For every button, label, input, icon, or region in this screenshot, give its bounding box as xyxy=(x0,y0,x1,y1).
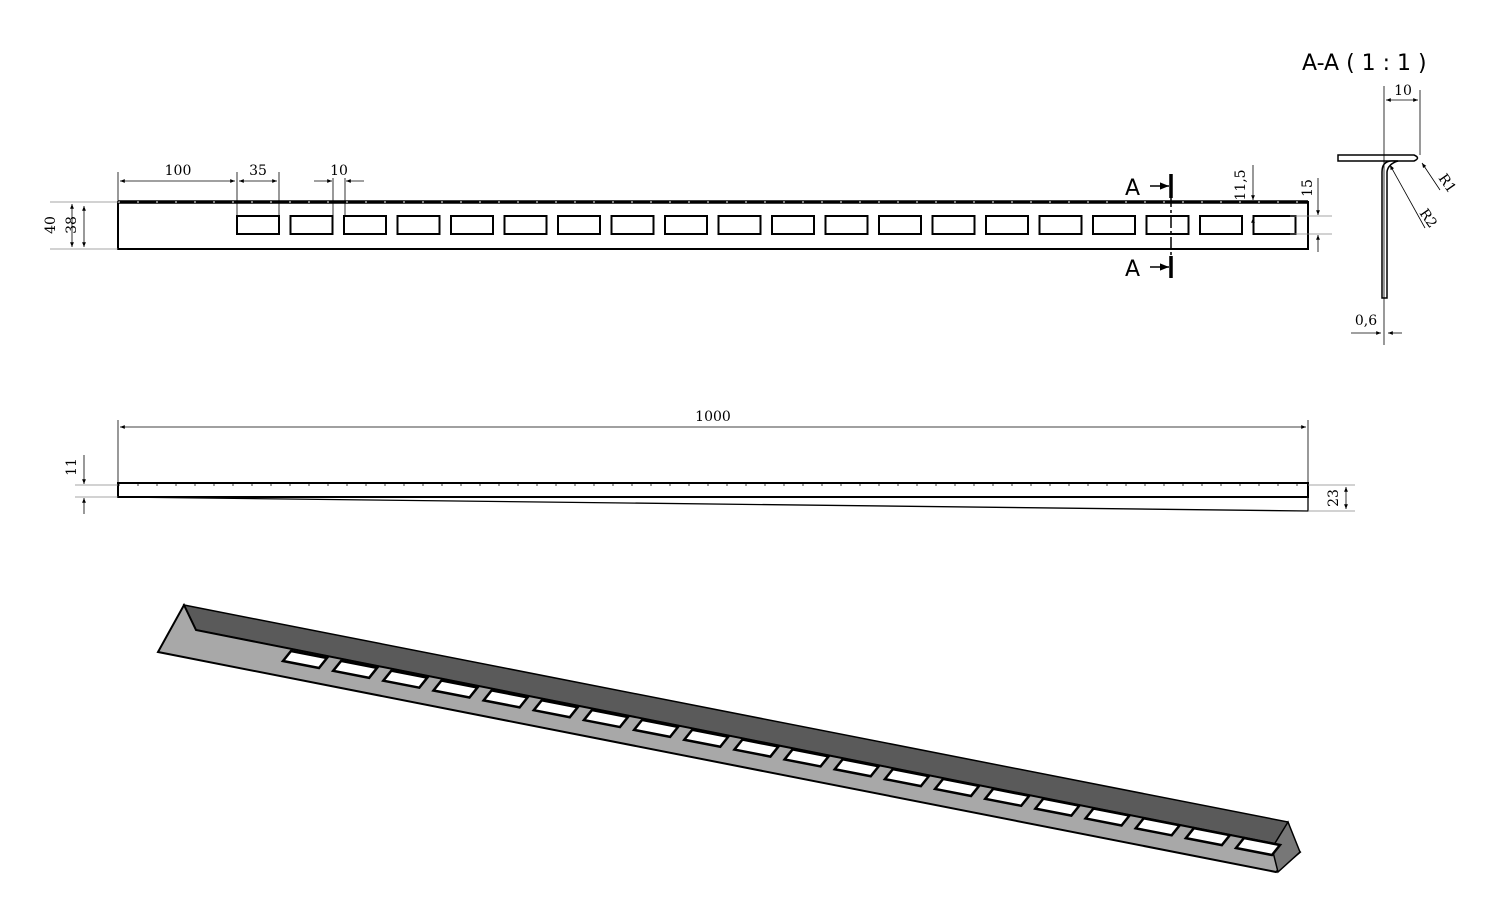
side-taper xyxy=(117,496,1309,512)
iso-slot xyxy=(1083,807,1132,827)
section-title: A-A ( 1 : 1 ) xyxy=(1302,51,1427,76)
iso-slot xyxy=(681,728,731,749)
iso-slot xyxy=(1233,836,1283,857)
slot xyxy=(450,215,494,235)
dim-thickness: 0,6 xyxy=(1355,313,1377,329)
dim-offset: 100 xyxy=(165,163,192,179)
iso-slot xyxy=(581,708,631,729)
slot xyxy=(557,215,601,235)
slot xyxy=(503,215,548,235)
slot xyxy=(664,215,708,235)
iso-slot xyxy=(381,669,430,690)
section-flange xyxy=(1337,154,1419,162)
iso-slot xyxy=(431,679,480,699)
slot xyxy=(771,215,815,235)
slot xyxy=(717,215,762,235)
slot xyxy=(610,215,655,235)
section-marker-bottom: A xyxy=(1125,257,1140,282)
section-view: A-A ( 1 : 1 ) 10 R1 R2 0,6 xyxy=(1302,51,1459,345)
iso-slot xyxy=(1133,816,1182,837)
slot xyxy=(236,215,280,235)
iso-slot-group xyxy=(280,649,1283,857)
iso-slot xyxy=(330,659,380,680)
top-view-outline xyxy=(117,201,1309,250)
iso-end xyxy=(1271,820,1301,874)
slot xyxy=(1252,215,1297,235)
dim-gap: 10 xyxy=(330,163,348,179)
slot xyxy=(985,215,1029,235)
side-view: 1000 11 23 xyxy=(64,409,1355,514)
side-view-outline xyxy=(117,482,1309,498)
section-marker-top: A xyxy=(1125,176,1140,201)
dim-slot-offset: 11,5 xyxy=(1233,169,1249,200)
iso-slot xyxy=(280,649,330,670)
iso-slot xyxy=(531,698,581,719)
slot xyxy=(878,215,922,235)
slot xyxy=(396,215,441,235)
iso-slot xyxy=(932,777,982,798)
dim-slot-height: 15 xyxy=(1300,179,1316,197)
isometric-view xyxy=(156,602,1302,874)
dim-r2: R2 xyxy=(1416,206,1440,231)
slot xyxy=(824,215,869,235)
iso-slot xyxy=(1033,797,1082,818)
iso-slot xyxy=(631,718,681,739)
slot xyxy=(1092,215,1136,235)
iso-slot xyxy=(732,738,781,758)
iso-slot xyxy=(982,787,1032,808)
dim-right-height: 23 xyxy=(1326,489,1342,507)
top-view: 100 35 10 40 38 11,5 15 A A xyxy=(43,163,1332,282)
iso-flange xyxy=(182,603,1298,849)
dim-height-inner: 38 xyxy=(64,216,80,234)
dim-flange: 10 xyxy=(1394,83,1412,99)
slot xyxy=(1145,215,1190,235)
iso-slot xyxy=(481,688,530,709)
iso-slot xyxy=(832,757,882,778)
iso-slot xyxy=(882,767,932,788)
slot xyxy=(1038,215,1083,235)
iso-slot xyxy=(1183,826,1233,847)
dim-height-outer: 40 xyxy=(43,216,59,234)
slot xyxy=(343,215,387,235)
slot xyxy=(289,215,334,235)
iso-slot xyxy=(782,748,831,768)
section-web xyxy=(1381,160,1399,299)
slot xyxy=(1199,215,1243,235)
dim-r1: R1 xyxy=(1435,171,1459,196)
dim-left-height: 11 xyxy=(64,458,80,476)
slot xyxy=(931,215,976,235)
dim-slot-length: 35 xyxy=(249,163,267,179)
slot-group xyxy=(236,215,1297,235)
dim-length: 1000 xyxy=(695,409,731,425)
